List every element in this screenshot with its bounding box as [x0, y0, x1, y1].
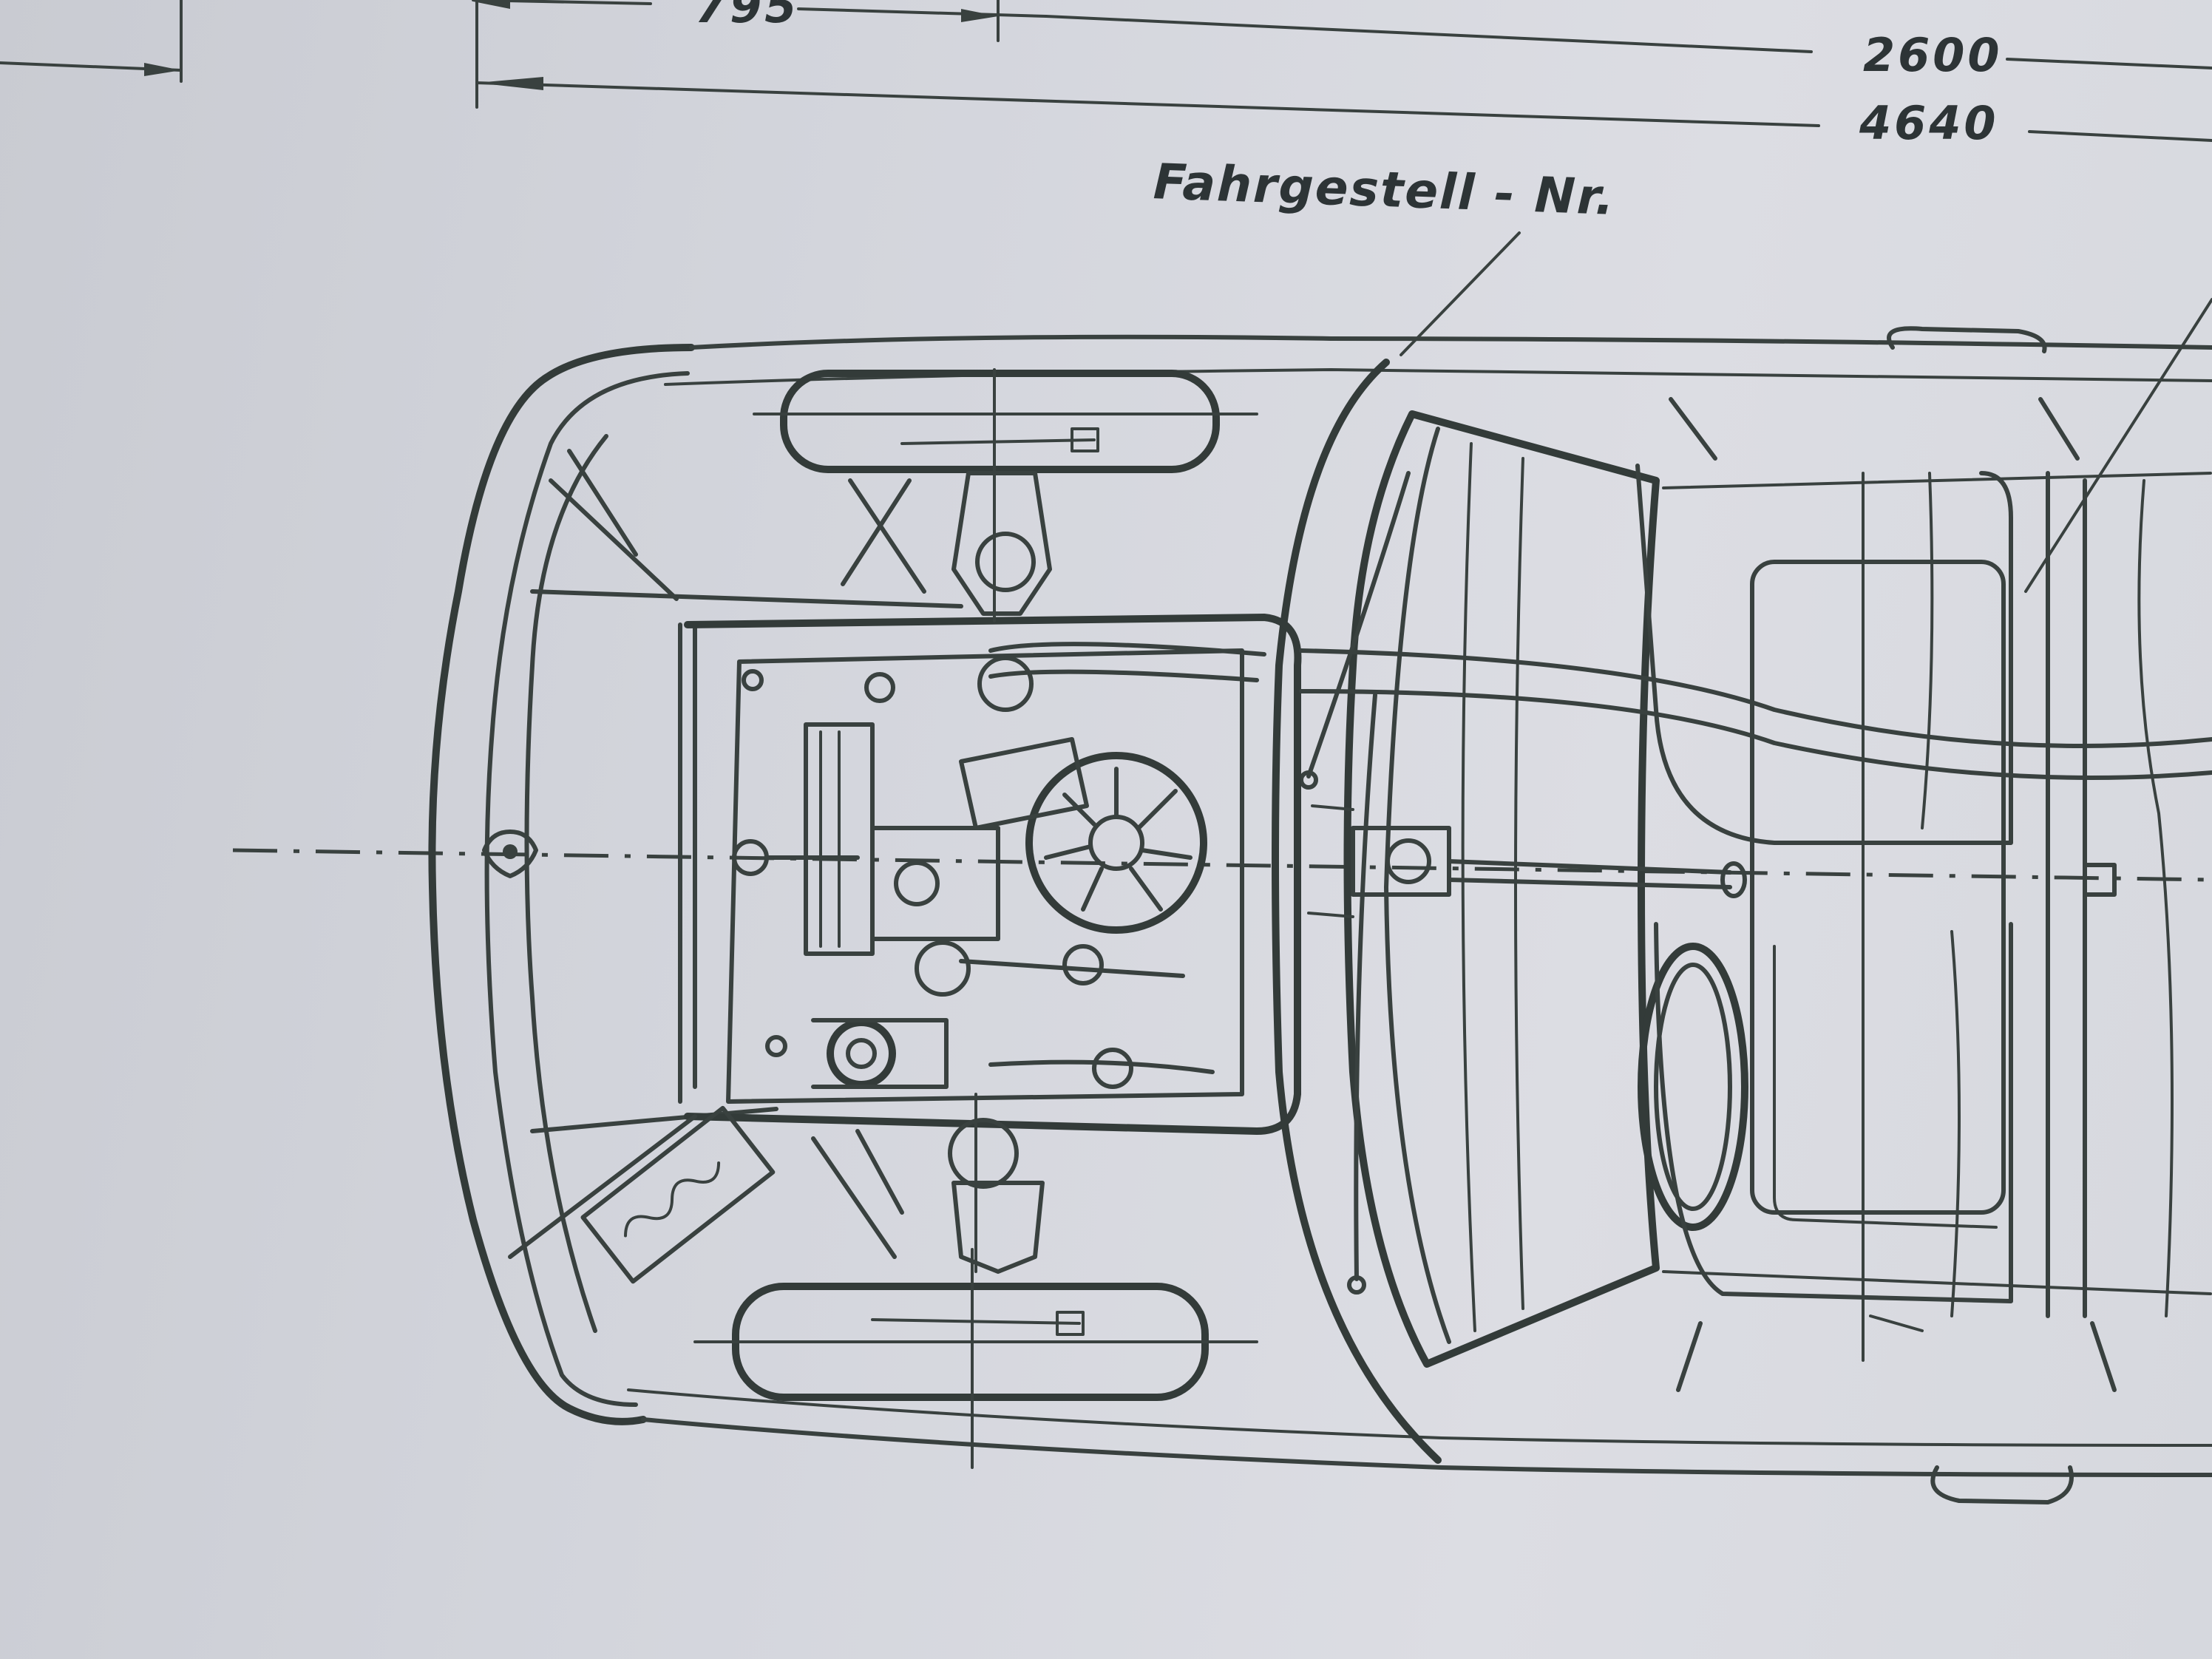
battery — [580, 1105, 776, 1284]
engine-assembly — [732, 642, 1266, 1089]
dimension-front-overhang: 795 — [695, 0, 800, 33]
dimension-overall-length: 4640 — [1859, 96, 1999, 150]
steering-column — [1307, 804, 1747, 918]
front-wheel-bottom — [693, 1248, 1258, 1469]
front-emblem — [482, 830, 538, 878]
interior — [1299, 397, 2212, 1392]
front-subframe — [508, 449, 1302, 1259]
chassis-number-leader — [1400, 231, 1521, 356]
front-wheel-top — [753, 370, 1258, 473]
dimension-lines — [0, 0, 2212, 593]
center-line — [232, 848, 2212, 882]
windshield-frame — [1272, 359, 2212, 1464]
dimension-wheelbase: 2600 — [1863, 28, 2003, 82]
front-suspension — [948, 368, 1052, 1274]
